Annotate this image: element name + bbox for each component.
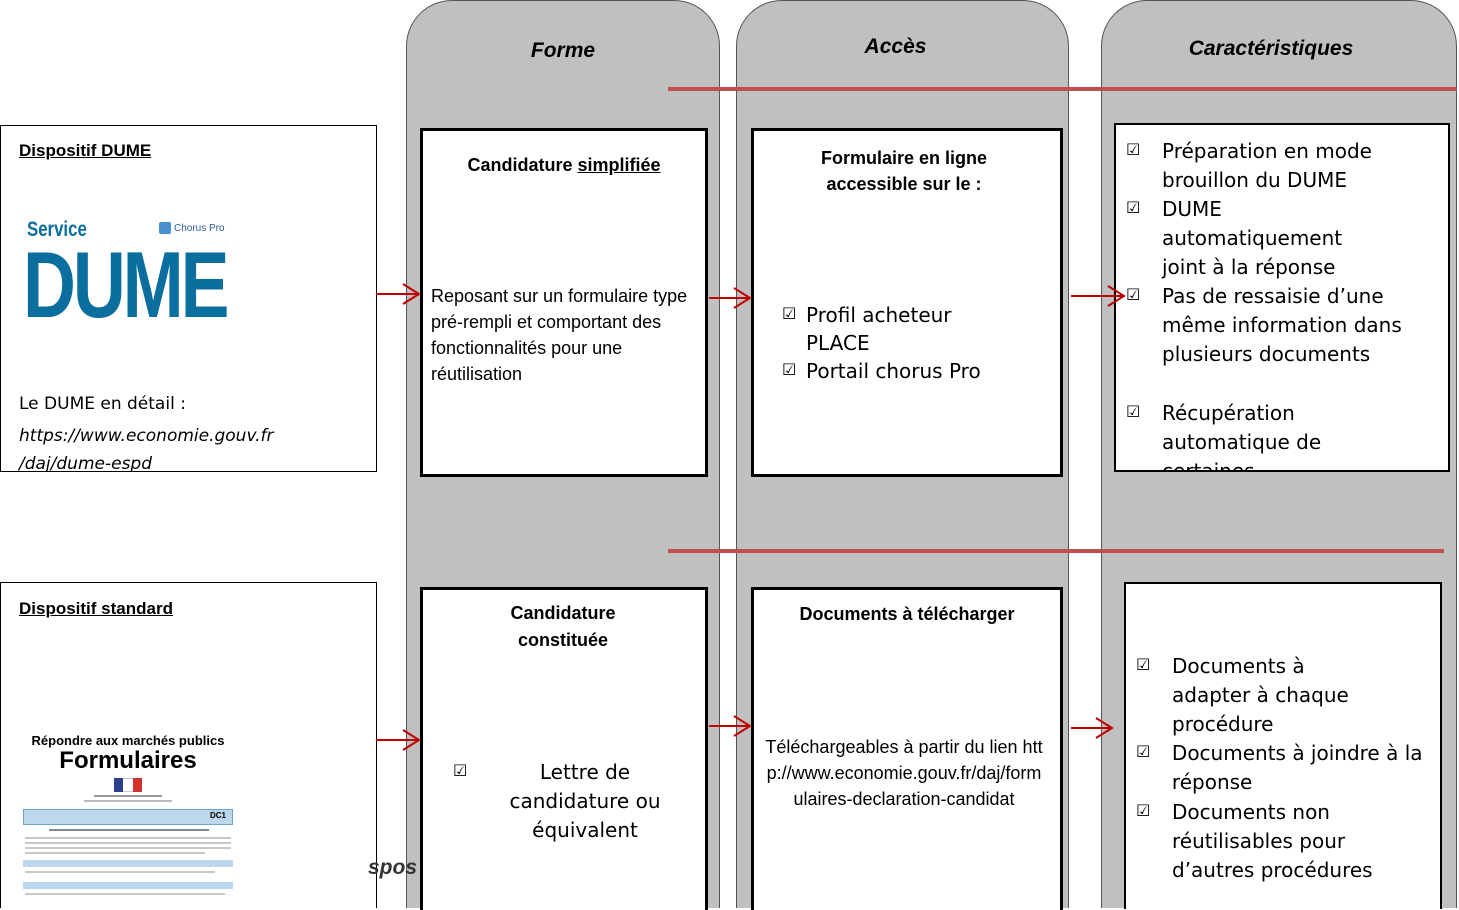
checkbox-icon: ☑ <box>1126 140 1141 159</box>
carac-dume-item: ☑ DUME automatiquement joint à la répons… <box>1126 195 1441 282</box>
checkbox-icon: ☑ <box>1136 801 1151 820</box>
acces-dume-box: Formulaire en ligne accessible sur le : … <box>751 128 1063 477</box>
doc-code: DC1 <box>209 811 226 820</box>
checkbox-icon: ☑ <box>1136 655 1151 674</box>
formulaires-heading-2: Formulaires <box>59 747 197 774</box>
doc-line <box>84 800 172 802</box>
column-header-caracteristiques: Caractéristiques <box>1188 37 1354 60</box>
doc-blue-header: DC1 <box>23 809 233 825</box>
checkbox-icon: ☑ <box>1136 742 1151 761</box>
separator-line-middle <box>668 549 1444 553</box>
doc-blue-bar <box>23 882 233 889</box>
carac-dume-item-text: DUME automatiquement joint à la réponse <box>1162 197 1343 279</box>
carac-dume-item: ☑ Pas de ressaisie d’une même informatio… <box>1126 282 1441 369</box>
dume-logo: Service Chorus Pro DUME <box>23 214 230 334</box>
standard-box: Dispositif standard Répondre aux marchés… <box>0 582 377 908</box>
forme-standard-item-text: Lettre de candidature ou équivalent <box>509 760 661 842</box>
dume-detail-link-line2[interactable]: /daj/dume-espd <box>19 454 153 472</box>
checkbox-icon: ☑ <box>782 304 797 323</box>
dume-detail-label: Le DUME en détail : <box>19 394 186 414</box>
formulaires-document-image: Répondre aux marchés publics Formulaires… <box>19 733 237 908</box>
acces-dume-item-text: Portail chorus Pro <box>806 359 981 383</box>
doc-line <box>25 871 215 873</box>
forme-dume-title: Candidature simplifiée <box>467 155 661 175</box>
doc-line <box>49 829 209 831</box>
forme-standard-box: Candidature constituée ☑ Lettre de candi… <box>420 587 708 910</box>
acces-dume-title: Formulaire en ligne accessible sur le : <box>820 148 988 194</box>
column-header-acces: Accès <box>864 35 927 58</box>
doc-line <box>25 842 231 844</box>
checkbox-icon: ☑ <box>1126 402 1141 421</box>
carac-dume-item-text: Préparation en mode brouillon du DUME <box>1162 139 1372 192</box>
carac-standard-item-text: Documents non réutilisables pour d’autre… <box>1172 800 1373 882</box>
dume-detail-link-line1[interactable]: https://www.economie.gouv.fr <box>19 426 274 446</box>
doc-blue-bar <box>23 860 233 867</box>
overlap-fragment-text: spos <box>368 856 418 879</box>
chorus-pro-logo: Chorus Pro <box>159 222 225 234</box>
acces-dume-item: ☑ Profil acheteur PLACE <box>782 301 1042 357</box>
acces-standard-title: Documents à télécharger <box>799 604 1015 624</box>
column-header-forme: Forme <box>530 39 596 62</box>
forme-dume-box: Candidature simplifiée Reposant sur un f… <box>420 128 708 477</box>
separator-line-top <box>668 87 1457 91</box>
carac-standard-item: ☑ Documents non réutilisables pour d’aut… <box>1136 798 1431 885</box>
dume-logo-service: Service <box>27 218 87 241</box>
carac-dume-item-text: Récupération automatique de certaines in… <box>1162 401 1322 472</box>
acces-standard-body: Téléchargeables à partir du lien http://… <box>765 737 1043 809</box>
checkbox-icon: ☑ <box>1126 198 1141 217</box>
doc-line <box>25 893 225 895</box>
carac-dume-item: ☑ Préparation en mode brouillon du DUME <box>1126 137 1441 195</box>
carac-standard-item-text: Documents à joindre à la réponse <box>1171 741 1423 794</box>
carac-dume-item: ☑ Récupération automatique de certaines … <box>1126 399 1441 472</box>
carac-standard-item: ☑ Documents à adapter à chaque procédure <box>1136 652 1431 739</box>
forme-dume-title-underlined: simplifiée <box>577 155 661 175</box>
doc-line <box>25 847 231 849</box>
carac-standard-item: ☑ Documents à joindre à la réponse <box>1136 739 1431 797</box>
chorus-pro-label: Chorus Pro <box>174 222 225 234</box>
formulaires-heading-1: Répondre aux marchés publics <box>31 733 225 748</box>
dume-detail-link[interactable]: https://www.economie.gouv.fr /daj/dume-e… <box>19 422 274 472</box>
doc-line <box>25 837 231 839</box>
dume-box: Dispositif DUME Service Chorus Pro DUME … <box>0 125 377 472</box>
standard-title: Dispositif standard <box>19 599 173 618</box>
forme-standard-item: ☑ Lettre de candidature ou équivalent <box>453 758 693 845</box>
forme-standard-title: Candidature constituée <box>510 603 616 650</box>
carac-dume-item-text: Pas de ressaisie d’une même information … <box>1162 284 1402 366</box>
forme-dume-body: Reposant sur un formulaire type pré-remp… <box>431 286 688 384</box>
dume-logo-main: DUME <box>23 232 230 337</box>
checkbox-icon: ☑ <box>453 761 468 780</box>
carac-standard-box: ☑ Documents à adapter à chaque procédure… <box>1124 582 1442 909</box>
acces-standard-box: Documents à télécharger Téléchargeables … <box>751 587 1063 910</box>
french-flag-icon <box>114 778 142 792</box>
checkbox-icon: ☑ <box>782 360 797 379</box>
acces-dume-item-text: Profil acheteur PLACE <box>806 303 952 355</box>
doc-line <box>25 852 205 854</box>
doc-line <box>94 795 162 797</box>
carac-standard-item-text: Documents à adapter à chaque procédure <box>1172 654 1349 736</box>
carac-dume-box: ☑ Préparation en mode brouillon du DUME … <box>1114 123 1450 472</box>
acces-dume-item: ☑ Portail chorus Pro <box>782 357 1052 385</box>
dume-title: Dispositif DUME <box>19 141 152 160</box>
chorus-pro-icon <box>159 222 171 234</box>
checkbox-icon: ☑ <box>1126 285 1141 304</box>
